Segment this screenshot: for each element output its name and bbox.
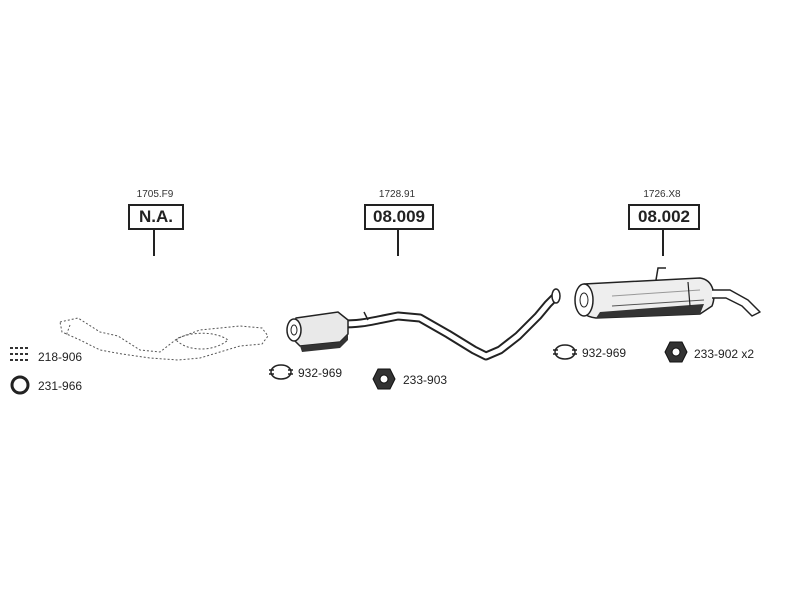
part-code-rear[interactable]: 08.002 [628, 204, 700, 230]
accessory-label-218-906: 218-906 [38, 350, 83, 364]
accessory-label-932-969-rear: 932-969 [582, 346, 627, 360]
part-code-middle[interactable]: 08.009 [364, 204, 434, 230]
gasket-ring-icon [10, 375, 30, 395]
hex-nut-icon [372, 368, 396, 390]
part-ref-middle: 1728.91 [378, 189, 416, 200]
middle-silencer-drawing [286, 288, 561, 361]
clamp-icon [553, 344, 577, 360]
hex-nut-icon [664, 341, 688, 363]
part-ref-front: 1705.F9 [136, 189, 174, 200]
accessory-label-932-969-middle: 932-969 [298, 366, 343, 380]
leader-line-front [153, 230, 155, 256]
accessory-label-233-903: 233-903 [403, 373, 448, 387]
part-code-front[interactable]: N.A. [128, 204, 184, 230]
front-pipe-drawing [59, 317, 269, 361]
leader-line-rear [662, 230, 664, 256]
part-ref-rear: 1726.X8 [643, 189, 681, 200]
accessory-label-233-902: 233-902 x2 [694, 347, 755, 361]
clamp-icon [269, 364, 293, 380]
leader-line-middle [397, 230, 399, 256]
accessory-label-231-966: 231-966 [38, 379, 83, 393]
spring-strip-icon [10, 347, 28, 361]
rear-silencer-drawing [574, 267, 761, 319]
